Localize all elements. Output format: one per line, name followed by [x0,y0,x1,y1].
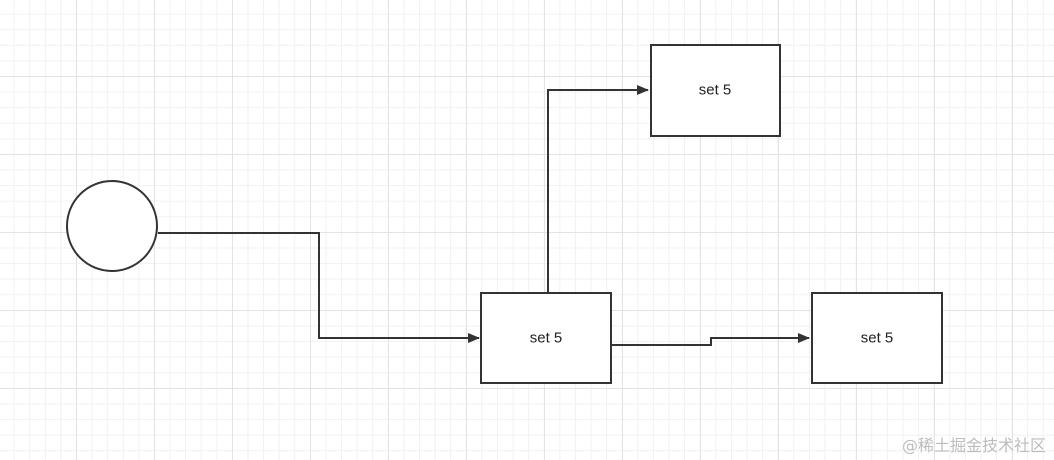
start-node[interactable] [66,180,158,272]
edge-middle-to-top [547,85,649,292]
top-node[interactable]: set 5 [650,44,781,137]
edge-start-to-middle [158,232,480,343]
edge-middle-to-right [612,333,810,346]
top-node-label: set 5 [699,82,732,99]
right-node-label: set 5 [861,330,894,347]
right-node[interactable]: set 5 [811,292,943,384]
watermark-text: @稀土掘金技术社区 [901,436,1046,455]
middle-node[interactable]: set 5 [480,292,612,384]
middle-node-label: set 5 [530,330,563,347]
